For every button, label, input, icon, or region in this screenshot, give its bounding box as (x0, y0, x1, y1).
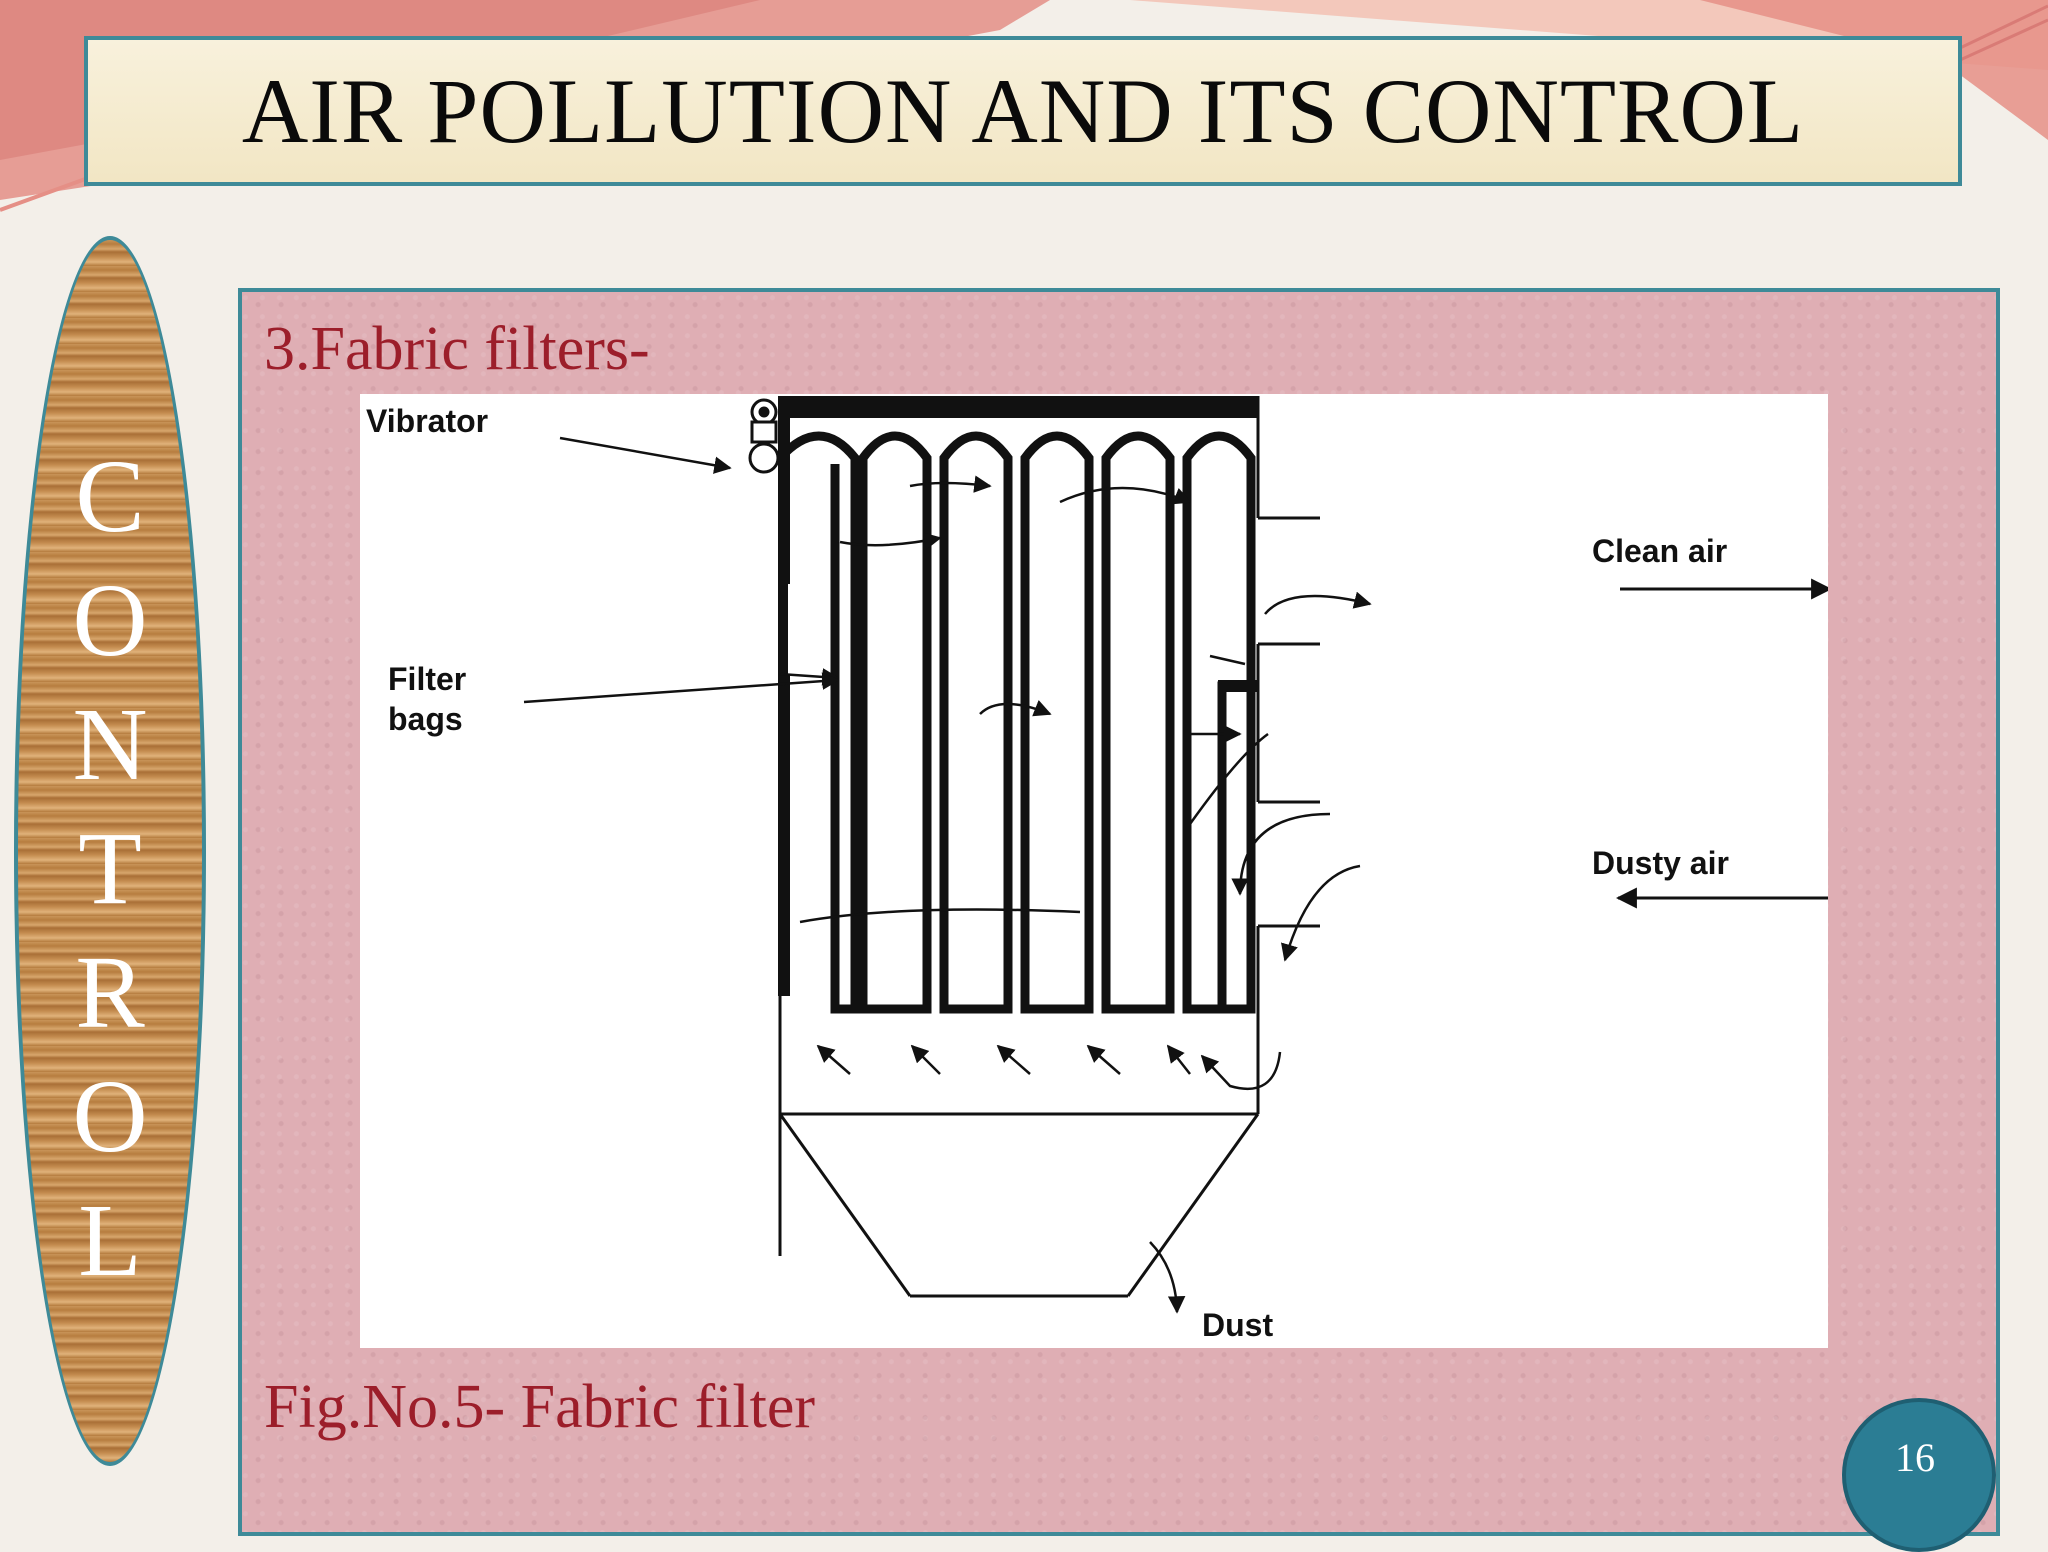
filter-bag (1182, 431, 1256, 1014)
figure-caption: Fig.No.5- Fabric filter (264, 1373, 816, 1441)
dust-label: Dust (1202, 1307, 1273, 1343)
vertical-letter: L (78, 1183, 142, 1298)
filter-bag (1020, 431, 1094, 1014)
vibrator-icon (748, 398, 780, 474)
filter-bag (939, 431, 1013, 1014)
filter-bags-label-line1: Filter (388, 661, 466, 697)
fabric-filter-diagram: Vibrator Filter bags Clean air Dusty air… (360, 394, 1828, 1348)
vertical-control-oval: C O N T R O L (14, 236, 206, 1466)
filter-bag (858, 431, 932, 1014)
clean-air-label: Clean air (1592, 533, 1727, 569)
section-heading: 3.Fabric filters- (264, 315, 650, 383)
content-panel: 3.Fabric filters- (238, 288, 2000, 1536)
page-number: 16 (1895, 1434, 1935, 1480)
filter-bag (776, 431, 860, 1014)
vertical-letters: C O N T R O L (18, 435, 202, 1303)
vertical-letter: C (75, 439, 145, 554)
flow-arrows (779, 475, 1372, 1314)
title-banner: AIR POLLUTION AND ITS CONTROL (84, 36, 1962, 186)
vibrator-pointer (559, 436, 732, 474)
vertical-letter: O (72, 1059, 148, 1174)
vertical-letter: O (72, 563, 148, 678)
vertical-letter: T (78, 811, 142, 926)
page-number-badge: 16 (1842, 1398, 1996, 1552)
housing-outline (778, 396, 1320, 1298)
vertical-letter: N (72, 687, 148, 802)
dusty-air-label: Dusty air (1592, 845, 1729, 881)
filter-pointer (523, 672, 840, 704)
filter-bags-label-line2: bags (388, 701, 463, 737)
slide-title: AIR POLLUTION AND ITS CONTROL (241, 60, 1805, 162)
vertical-letter: R (75, 935, 145, 1050)
filter-bag (1101, 431, 1175, 1014)
vibrator-label: Vibrator (366, 403, 488, 439)
top-plate (778, 396, 1258, 418)
filter-bags (776, 431, 1256, 1014)
diagram-svg: Vibrator Filter bags Clean air Dusty air… (366, 396, 1828, 1343)
